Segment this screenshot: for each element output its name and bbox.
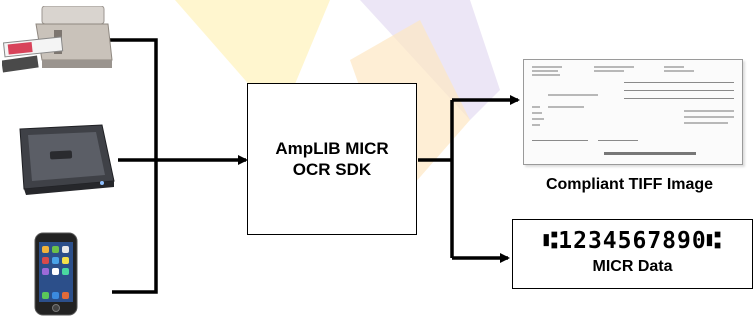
micr-data-box: ⑆1234567890⑆ MICR Data: [512, 219, 753, 289]
flatbed-scanner-icon: [19, 124, 115, 195]
sdk-title-line2: OCR SDK: [292, 160, 372, 179]
tiff-image-label: Compliant TIFF Image: [545, 176, 714, 193]
input-bus-line: [110, 38, 158, 294]
micr-sample-line: ⑆1234567890⑆: [543, 228, 722, 254]
check-scanner-icon: [2, 6, 113, 73]
tiff-image-thumbnail: [523, 59, 743, 165]
sdk-box: AmpLIB MICR OCR SDK: [247, 83, 417, 235]
smartphone-icon: [34, 232, 78, 316]
micr-data-label: MICR Data: [592, 258, 673, 275]
sdk-title-line1: AmpLIB MICR: [275, 139, 389, 158]
